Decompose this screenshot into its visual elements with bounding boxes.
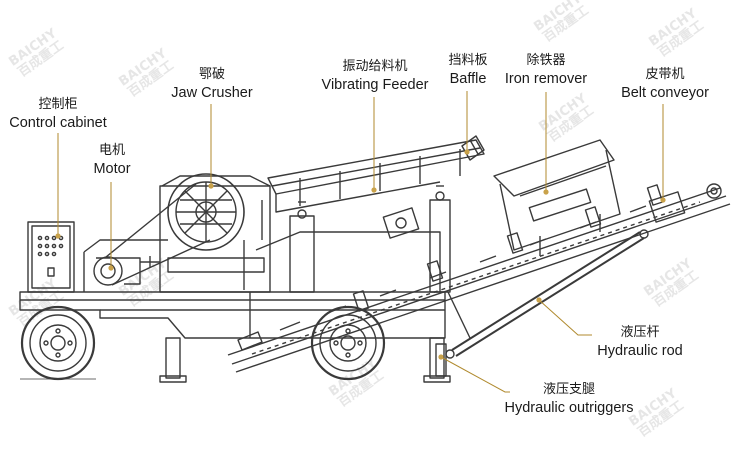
jaw-crusher-drawing bbox=[140, 173, 271, 293]
label-belt-conveyor-zh: 皮带机 bbox=[645, 67, 685, 82]
control-cabinet-drawing bbox=[27, 221, 75, 293]
leader-dots bbox=[55, 149, 666, 360]
label-hydraulic-outriggers-zh: 液压支腿 bbox=[542, 382, 595, 397]
label-hydraulic-outriggers: 液压支腿 Hydraulic outriggers bbox=[496, 381, 642, 417]
label-belt-conveyor-en: Belt conveyor bbox=[621, 85, 709, 101]
label-hydraulic-outriggers-en: Hydraulic outriggers bbox=[504, 400, 634, 416]
label-jaw-crusher: 鄂破 Jaw Crusher bbox=[166, 66, 258, 102]
support-frame bbox=[255, 185, 451, 293]
label-baffle: 挡料板 Baffle bbox=[438, 52, 498, 88]
leader-lines bbox=[57, 91, 664, 393]
label-jaw-crusher-zh: 鄂破 bbox=[198, 67, 225, 82]
label-jaw-crusher-en: Jaw Crusher bbox=[171, 85, 253, 101]
label-vibrating-feeder: 振动给料机 Vibrating Feeder bbox=[314, 58, 436, 94]
label-iron-remover: 除铁器 Iron remover bbox=[498, 52, 594, 88]
label-vibrating-feeder-zh: 振动给料机 bbox=[342, 59, 408, 74]
wheel-left bbox=[20, 305, 96, 381]
label-control-cabinet: 控制柜 Control cabinet bbox=[2, 96, 114, 132]
motor-drawing bbox=[83, 239, 168, 292]
label-baffle-en: Baffle bbox=[449, 71, 487, 87]
label-motor-zh: 电机 bbox=[98, 143, 125, 158]
leader-hydraulic-rod bbox=[538, 299, 592, 336]
leader-hydraulic-outriggers bbox=[440, 356, 510, 393]
baffle-drawing bbox=[461, 135, 485, 161]
chassis-frame bbox=[19, 291, 451, 383]
vibrating-feeder-drawing bbox=[267, 139, 485, 239]
label-baffle-zh: 挡料板 bbox=[448, 53, 488, 68]
label-hydraulic-rod-zh: 液压杆 bbox=[620, 325, 660, 340]
label-vibrating-feeder-en: Vibrating Feeder bbox=[321, 77, 429, 93]
label-hydraulic-rod-en: Hydraulic rod bbox=[597, 343, 683, 359]
label-hydraulic-rod: 液压杆 Hydraulic rod bbox=[592, 324, 688, 360]
label-motor: 电机 Motor bbox=[80, 142, 144, 178]
label-motor-en: Motor bbox=[93, 161, 131, 177]
iron-remover-drawing bbox=[493, 139, 621, 256]
label-iron-remover-en: Iron remover bbox=[504, 71, 588, 87]
label-belt-conveyor: 皮带机 Belt conveyor bbox=[612, 66, 718, 102]
label-control-cabinet-zh: 控制柜 bbox=[38, 97, 78, 112]
label-control-cabinet-en: Control cabinet bbox=[9, 115, 107, 131]
label-iron-remover-zh: 除铁器 bbox=[526, 53, 566, 68]
hydraulic-rod-drawing bbox=[445, 229, 649, 359]
